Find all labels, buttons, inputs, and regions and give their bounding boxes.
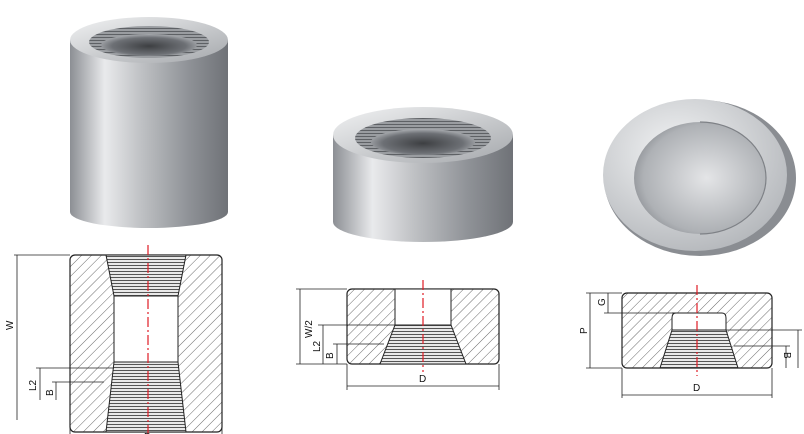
half-coupling-section: W/2 L2 B D: [296, 280, 500, 390]
full-coupling-render: [70, 17, 228, 228]
full-coupling-bore-label: B: [45, 389, 56, 396]
full-coupling-diameter-label: D: [144, 432, 151, 434]
full-coupling-thread-length-label: L2: [28, 379, 39, 391]
half-coupling-height-label: W/2: [304, 320, 315, 338]
pipe-cap-gap-label: G: [597, 298, 608, 306]
half-coupling-thread-length-label: L2: [312, 340, 323, 352]
half-coupling-bore-label: B: [325, 352, 336, 359]
pipe-cap-section: G P L2 B D: [579, 285, 802, 398]
pipe-cap-diameter-label: D: [693, 383, 700, 394]
full-coupling-height-label: W: [5, 320, 16, 330]
half-coupling-render: [333, 107, 513, 242]
pipe-cap-render: [603, 99, 796, 256]
half-coupling-diameter-label: D: [419, 374, 426, 385]
full-coupling-section: W L2 B D: [5, 245, 223, 434]
pipe-cap-bore-label: B: [781, 352, 792, 359]
pipe-cap-height-label: P: [579, 327, 590, 334]
